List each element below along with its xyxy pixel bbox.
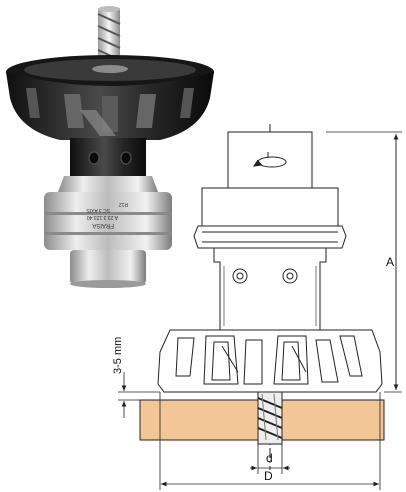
label-a: A — [386, 255, 394, 269]
rotation-icon — [252, 152, 287, 168]
engraving-brand: FRAISA — [92, 222, 114, 228]
body-neck-outline — [213, 247, 327, 331]
holder-neck — [70, 138, 146, 178]
engraving-code: A.23.3.123.40 — [87, 214, 118, 220]
coolant-hole-right — [282, 268, 298, 284]
flange-outline — [201, 187, 339, 227]
workpiece-right — [281, 399, 385, 441]
hsk-taper-outline — [227, 131, 313, 189]
workpiece-left — [139, 399, 259, 441]
milling-head — [6, 55, 214, 140]
hsk-flange: FRAISA A.23.3.123.40 SC 3 AXIS R12 — [44, 176, 172, 288]
technical-drawing — [157, 124, 383, 470]
end-mill-cutter — [97, 6, 121, 70]
label-D: D — [264, 469, 273, 483]
engraving-axis: SC 3 AXIS — [86, 207, 110, 213]
product-photo: FRAISA A.23.3.123.40 SC 3 AXIS R12 — [6, 6, 214, 288]
engraving-size: R12 — [119, 201, 128, 207]
end-mill-in-cut — [257, 391, 283, 445]
workpiece-board — [139, 391, 385, 445]
dimensions — [118, 131, 402, 490]
label-gap: 3-5 mm — [112, 337, 124, 374]
coolant-hole-left — [232, 268, 248, 284]
flange-groove — [193, 225, 347, 249]
label-d: d — [266, 451, 273, 465]
